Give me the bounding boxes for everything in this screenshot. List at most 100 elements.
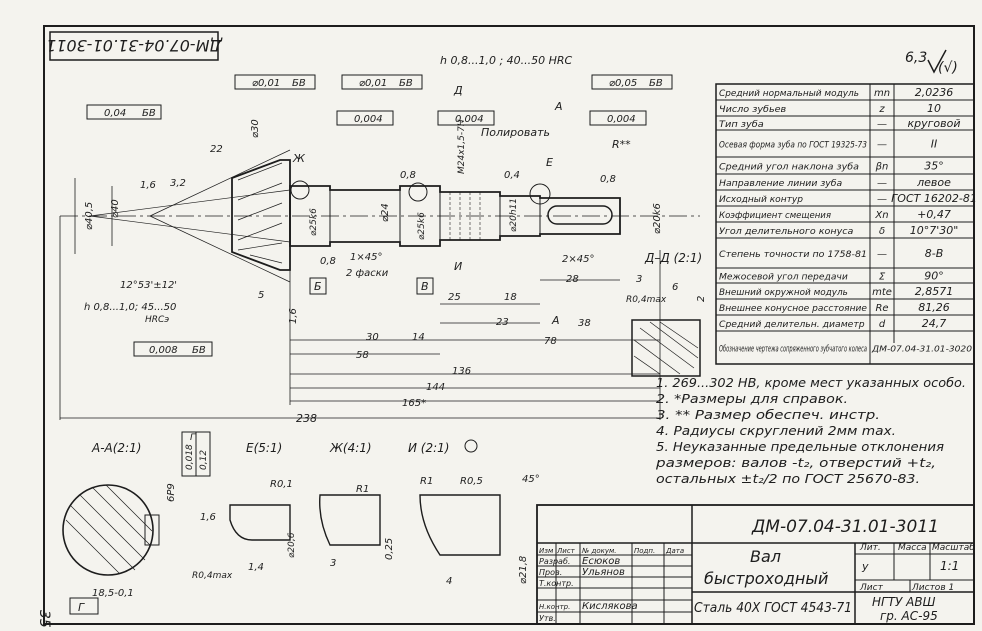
title-col-header: № докум. <box>581 547 617 555</box>
tolerance-base: БВ <box>142 108 156 119</box>
base-b-box <box>309 277 327 295</box>
param-name: Внешний окружной модуль <box>719 288 848 298</box>
dimension-length: 0,25 <box>384 538 395 560</box>
coaxiality-tolerance: ⌀0,01 <box>252 78 280 89</box>
detail-e-circle <box>529 183 551 205</box>
param-value: 8-В <box>925 247 944 260</box>
role-label: Пров. <box>539 568 562 577</box>
param-symbol: Xn <box>874 210 888 221</box>
title-header: Листов 1 <box>911 583 954 593</box>
param-name: Степень точности по 1758-81 <box>719 250 867 260</box>
dimension-length: 78 <box>544 336 557 347</box>
param-symbol: mte <box>872 287 892 298</box>
param-symbol: d <box>879 319 886 330</box>
technical-note: 4. Радиусы скруглений 2мм max. <box>656 424 896 438</box>
chamfer-dimension: 2×45° <box>562 254 594 265</box>
title-col-header: Подп. <box>634 547 655 555</box>
dimension-overall-length: 238 <box>296 412 317 425</box>
radius-dimension: R0,1 <box>270 479 293 490</box>
part-name: быстроходный <box>704 569 828 588</box>
section-dd-profile <box>631 319 701 377</box>
param-symbol: — <box>877 194 887 205</box>
roughness-mark: 0,4 <box>504 170 520 181</box>
roughness-mark: 3,2 <box>170 178 186 189</box>
person-name: Ульянов <box>582 567 625 578</box>
hardening-note-left: h 0,8...1,0; 45...50 <box>84 302 176 313</box>
dimension-length: 3 <box>330 558 336 569</box>
param-symbol: — <box>877 178 887 189</box>
dimension-diameter: ⌀20k6 <box>652 203 663 234</box>
roughness-value: 6,3 <box>905 50 927 66</box>
param-name: Межосевой угол передачи <box>719 273 848 283</box>
dimension-diameter: ⌀25k6 <box>309 208 319 236</box>
dimension-length: 23 <box>496 317 509 328</box>
section-a-label: А <box>554 100 563 113</box>
param-value: 10 <box>927 102 941 115</box>
organization: НГТУ АВШ <box>872 595 936 609</box>
radius-dimension: R0,4max <box>192 571 233 581</box>
dimension-length: 25 <box>448 292 461 303</box>
organization-group: гр. АС-95 <box>880 609 938 623</box>
runout-tolerance: 0,04 <box>104 108 126 119</box>
runout-tolerance: 0,004 <box>354 114 383 125</box>
param-name: Осевая форма зуба по ГОСТ 19325-73 <box>719 141 867 151</box>
title-col-header: Лист <box>556 547 576 555</box>
param-name: Внешнее конусное расстояние <box>719 304 867 314</box>
radius-dimension: R0,4max <box>626 295 667 305</box>
dimension-diameter: ⌀25k6 <box>417 212 427 240</box>
detail-zh-profile <box>319 494 381 546</box>
section-a-label: А <box>551 314 560 327</box>
param-value: 10°7'30" <box>910 224 959 237</box>
base-v-box <box>416 277 434 295</box>
keyway <box>547 205 613 225</box>
section-d-label: Д <box>453 84 463 97</box>
dimension-length: 5 <box>258 290 264 301</box>
detail-i-label: И <box>454 260 462 273</box>
base-b-label: Б <box>314 280 322 293</box>
param-symbol: Re <box>875 303 888 314</box>
param-value: 35° <box>924 160 944 173</box>
param-symbol: Σ <box>879 272 886 283</box>
person-name: Кислякова <box>582 601 638 612</box>
dimension-length: 58 <box>356 350 369 361</box>
title-header: Лист <box>859 583 884 593</box>
symmetry-tolerance: 0,018 <box>185 444 195 470</box>
radius-dimension: R** <box>612 138 631 151</box>
runout-tolerance: 0,004 <box>607 114 636 125</box>
scale-value: 1:1 <box>940 559 959 573</box>
detail-i-circle <box>408 182 428 202</box>
param-value: 24,7 <box>922 317 947 330</box>
dimension-length: 1,4 <box>248 562 264 573</box>
param-value: 90° <box>924 270 944 283</box>
detail-zh-title: Ж(4:1) <box>329 441 372 455</box>
param-value: левое <box>916 176 951 189</box>
dimension-length: 22 <box>210 144 223 155</box>
param-symbol: — <box>877 119 887 130</box>
tolerance-base: БВ <box>649 78 663 89</box>
parallel-tolerance: 0,12 <box>199 450 209 470</box>
coaxiality-tolerance: ⌀0,05 <box>609 78 637 89</box>
param-name: Угол делительного конуса <box>719 227 853 237</box>
technical-note: размеров: валов -t₂, отверстий +t₂, <box>655 456 936 470</box>
param-symbol: mn <box>874 88 890 99</box>
dimension-length: 144 <box>426 382 445 393</box>
radius-dimension: R0,5 <box>460 476 483 487</box>
symmetry-base: Г <box>190 433 196 443</box>
detail-zh-label: Ж <box>292 152 306 165</box>
dimension-length: 38 <box>578 318 591 329</box>
cone-angle-dimension: 12°53'±12' <box>120 280 177 291</box>
role-label: Т.контр. <box>539 579 574 588</box>
hardening-note-top: h 0,8...1,0 ; 40...50 HRC <box>440 54 573 67</box>
runout-tolerance: 0,004 <box>455 114 484 125</box>
dimension-length-reference: 165* <box>402 398 426 409</box>
param-value: II <box>931 138 938 151</box>
letter-value: у <box>861 560 869 573</box>
dimension-diameter: ⌀40,5 <box>84 202 95 230</box>
dimension-diameter: ⌀20h11 <box>509 198 519 232</box>
tolerance-base: БВ <box>192 345 206 356</box>
roughness-paren-icon: (√) <box>938 60 958 76</box>
dimension-length: 4 <box>446 576 452 587</box>
title-header: Лит. <box>859 543 881 553</box>
title-col-header: Изм <box>539 547 554 555</box>
